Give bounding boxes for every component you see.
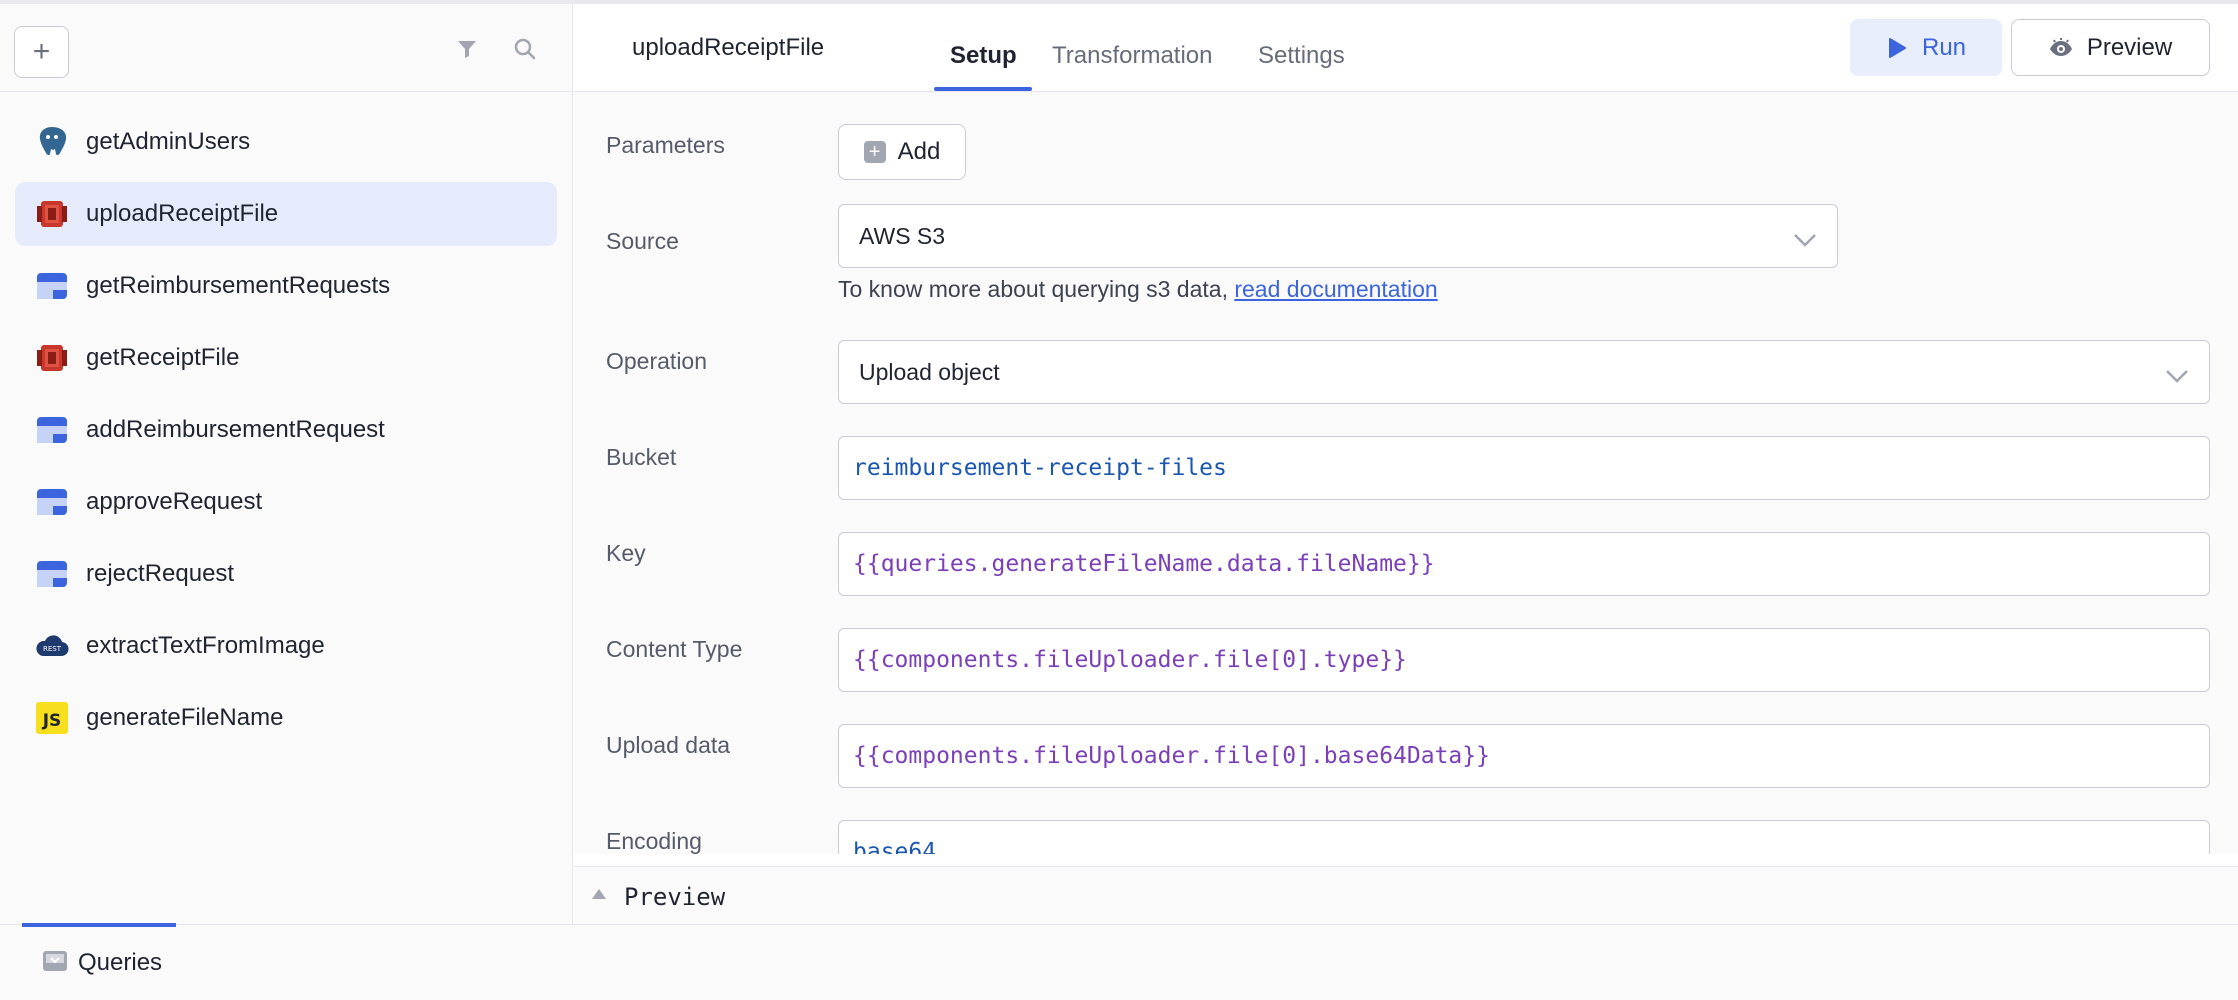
query-list: getAdminUsers uploadReceiptFile getReimb… [0,92,572,750]
javascript-icon: JS [35,701,69,735]
table-icon [35,269,69,303]
queries-tab[interactable]: Queries [22,925,176,1000]
content-type-input[interactable]: {{components.fileUploader.file[0].type}} [838,628,2210,692]
expand-triangle-icon [592,889,606,899]
operation-value: Upload object [859,359,1000,386]
search-icon[interactable] [510,34,540,64]
query-item-label: rejectRequest [86,560,234,588]
upload-data-value: {{components.fileUploader.file[0].base64… [853,743,1490,769]
rest-api-icon: REST [35,629,69,663]
query-item-label: extractTextFromImage [86,632,325,660]
chevron-down-icon [2165,363,2189,390]
source-select[interactable]: AWS S3 [838,204,1838,268]
key-value: {{queries.generateFileName.data.fileName… [853,551,1435,577]
query-item-label: generateFileName [86,704,283,732]
query-item-label: getReceiptFile [86,344,239,372]
upload-data-label: Upload data [606,732,730,759]
bucket-label: Bucket [606,444,676,471]
table-icon [35,485,69,519]
bucket-value: reimbursement-receipt-files [853,455,1227,481]
encoding-label: Encoding [606,828,702,854]
tab-transformation[interactable]: Transformation [1052,42,1213,70]
tab-settings[interactable]: Settings [1258,42,1345,70]
queries-icon [42,949,68,978]
query-item-uploadReceiptFile[interactable]: uploadReceiptFile [15,182,557,246]
tab-setup[interactable]: Setup [950,42,1017,70]
queries-tab-label: Queries [78,949,162,977]
svg-text:REST: REST [43,645,62,653]
preview-label: Preview [2087,34,2172,62]
bucket-input[interactable]: reimbursement-receipt-files [838,436,2210,500]
query-item-rejectRequest[interactable]: rejectRequest [15,542,557,606]
svg-text:JS: JS [42,711,62,731]
add-parameter-button[interactable]: + Add [838,124,966,180]
source-label: Source [606,228,679,255]
add-query-button[interactable]: + [14,26,69,78]
query-item-label: uploadReceiptFile [86,200,278,228]
play-icon [1886,37,1908,59]
key-label: Key [606,540,646,567]
chevron-down-icon [1793,227,1817,254]
content-type-value: {{components.fileUploader.file[0].type}} [853,647,1407,673]
query-title[interactable]: uploadReceiptFile [632,34,824,62]
encoding-value: base64 [853,839,936,854]
preview-panel-toggle[interactable]: Preview [574,866,2238,924]
query-item-extractTextFromImage[interactable]: REST extractTextFromImage [15,614,557,678]
query-item-approveRequest[interactable]: approveRequest [15,470,557,534]
encoding-input[interactable]: base64 [838,820,2210,854]
parameters-label: Parameters [606,132,725,159]
query-list-panel: + getAdminUsers uploadReceiptFile getRei… [0,4,573,924]
bottom-bar: Queries [0,924,2238,1000]
upload-data-input[interactable]: {{components.fileUploader.file[0].base64… [838,724,2210,788]
query-item-getAdminUsers[interactable]: getAdminUsers [15,110,557,174]
query-item-label: getAdminUsers [86,128,250,156]
query-list-toolbar: + [0,4,572,92]
query-setup-form: Parameters + Add Source AWS S3 To know m… [574,92,2238,854]
query-item-getReimbursementRequests[interactable]: getReimbursementRequests [15,254,557,318]
source-help-text: To know more about querying s3 data, rea… [838,276,1438,303]
query-editor-header: uploadReceiptFile Setup Transformation S… [574,4,2238,92]
query-item-getReceiptFile[interactable]: getReceiptFile [15,326,557,390]
aws-s3-icon [35,341,69,375]
read-documentation-link[interactable]: read documentation [1234,276,1437,302]
eye-icon [2049,37,2073,59]
aws-s3-icon [35,197,69,231]
run-button[interactable]: Run [1850,19,2002,76]
query-item-addReimbursementRequest[interactable]: addReimbursementRequest [15,398,557,462]
run-label: Run [1922,34,1966,62]
postgres-icon [35,125,69,159]
query-item-label: addReimbursementRequest [86,416,385,444]
table-icon [35,557,69,591]
table-icon [35,413,69,447]
preview-button[interactable]: Preview [2011,19,2210,76]
preview-panel-label: Preview [624,883,725,911]
add-label: Add [898,138,941,166]
query-item-label: getReimbursementRequests [86,272,390,300]
query-item-label: approveRequest [86,488,262,516]
operation-label: Operation [606,348,707,375]
operation-select[interactable]: Upload object [838,340,2210,404]
content-type-label: Content Type [606,636,742,663]
key-input[interactable]: {{queries.generateFileName.data.fileName… [838,532,2210,596]
active-tab-indicator [934,87,1032,91]
filter-icon[interactable] [452,34,482,64]
query-item-generateFileName[interactable]: JS generateFileName [15,686,557,750]
plus-icon: + [864,141,886,163]
source-value: AWS S3 [859,223,945,250]
